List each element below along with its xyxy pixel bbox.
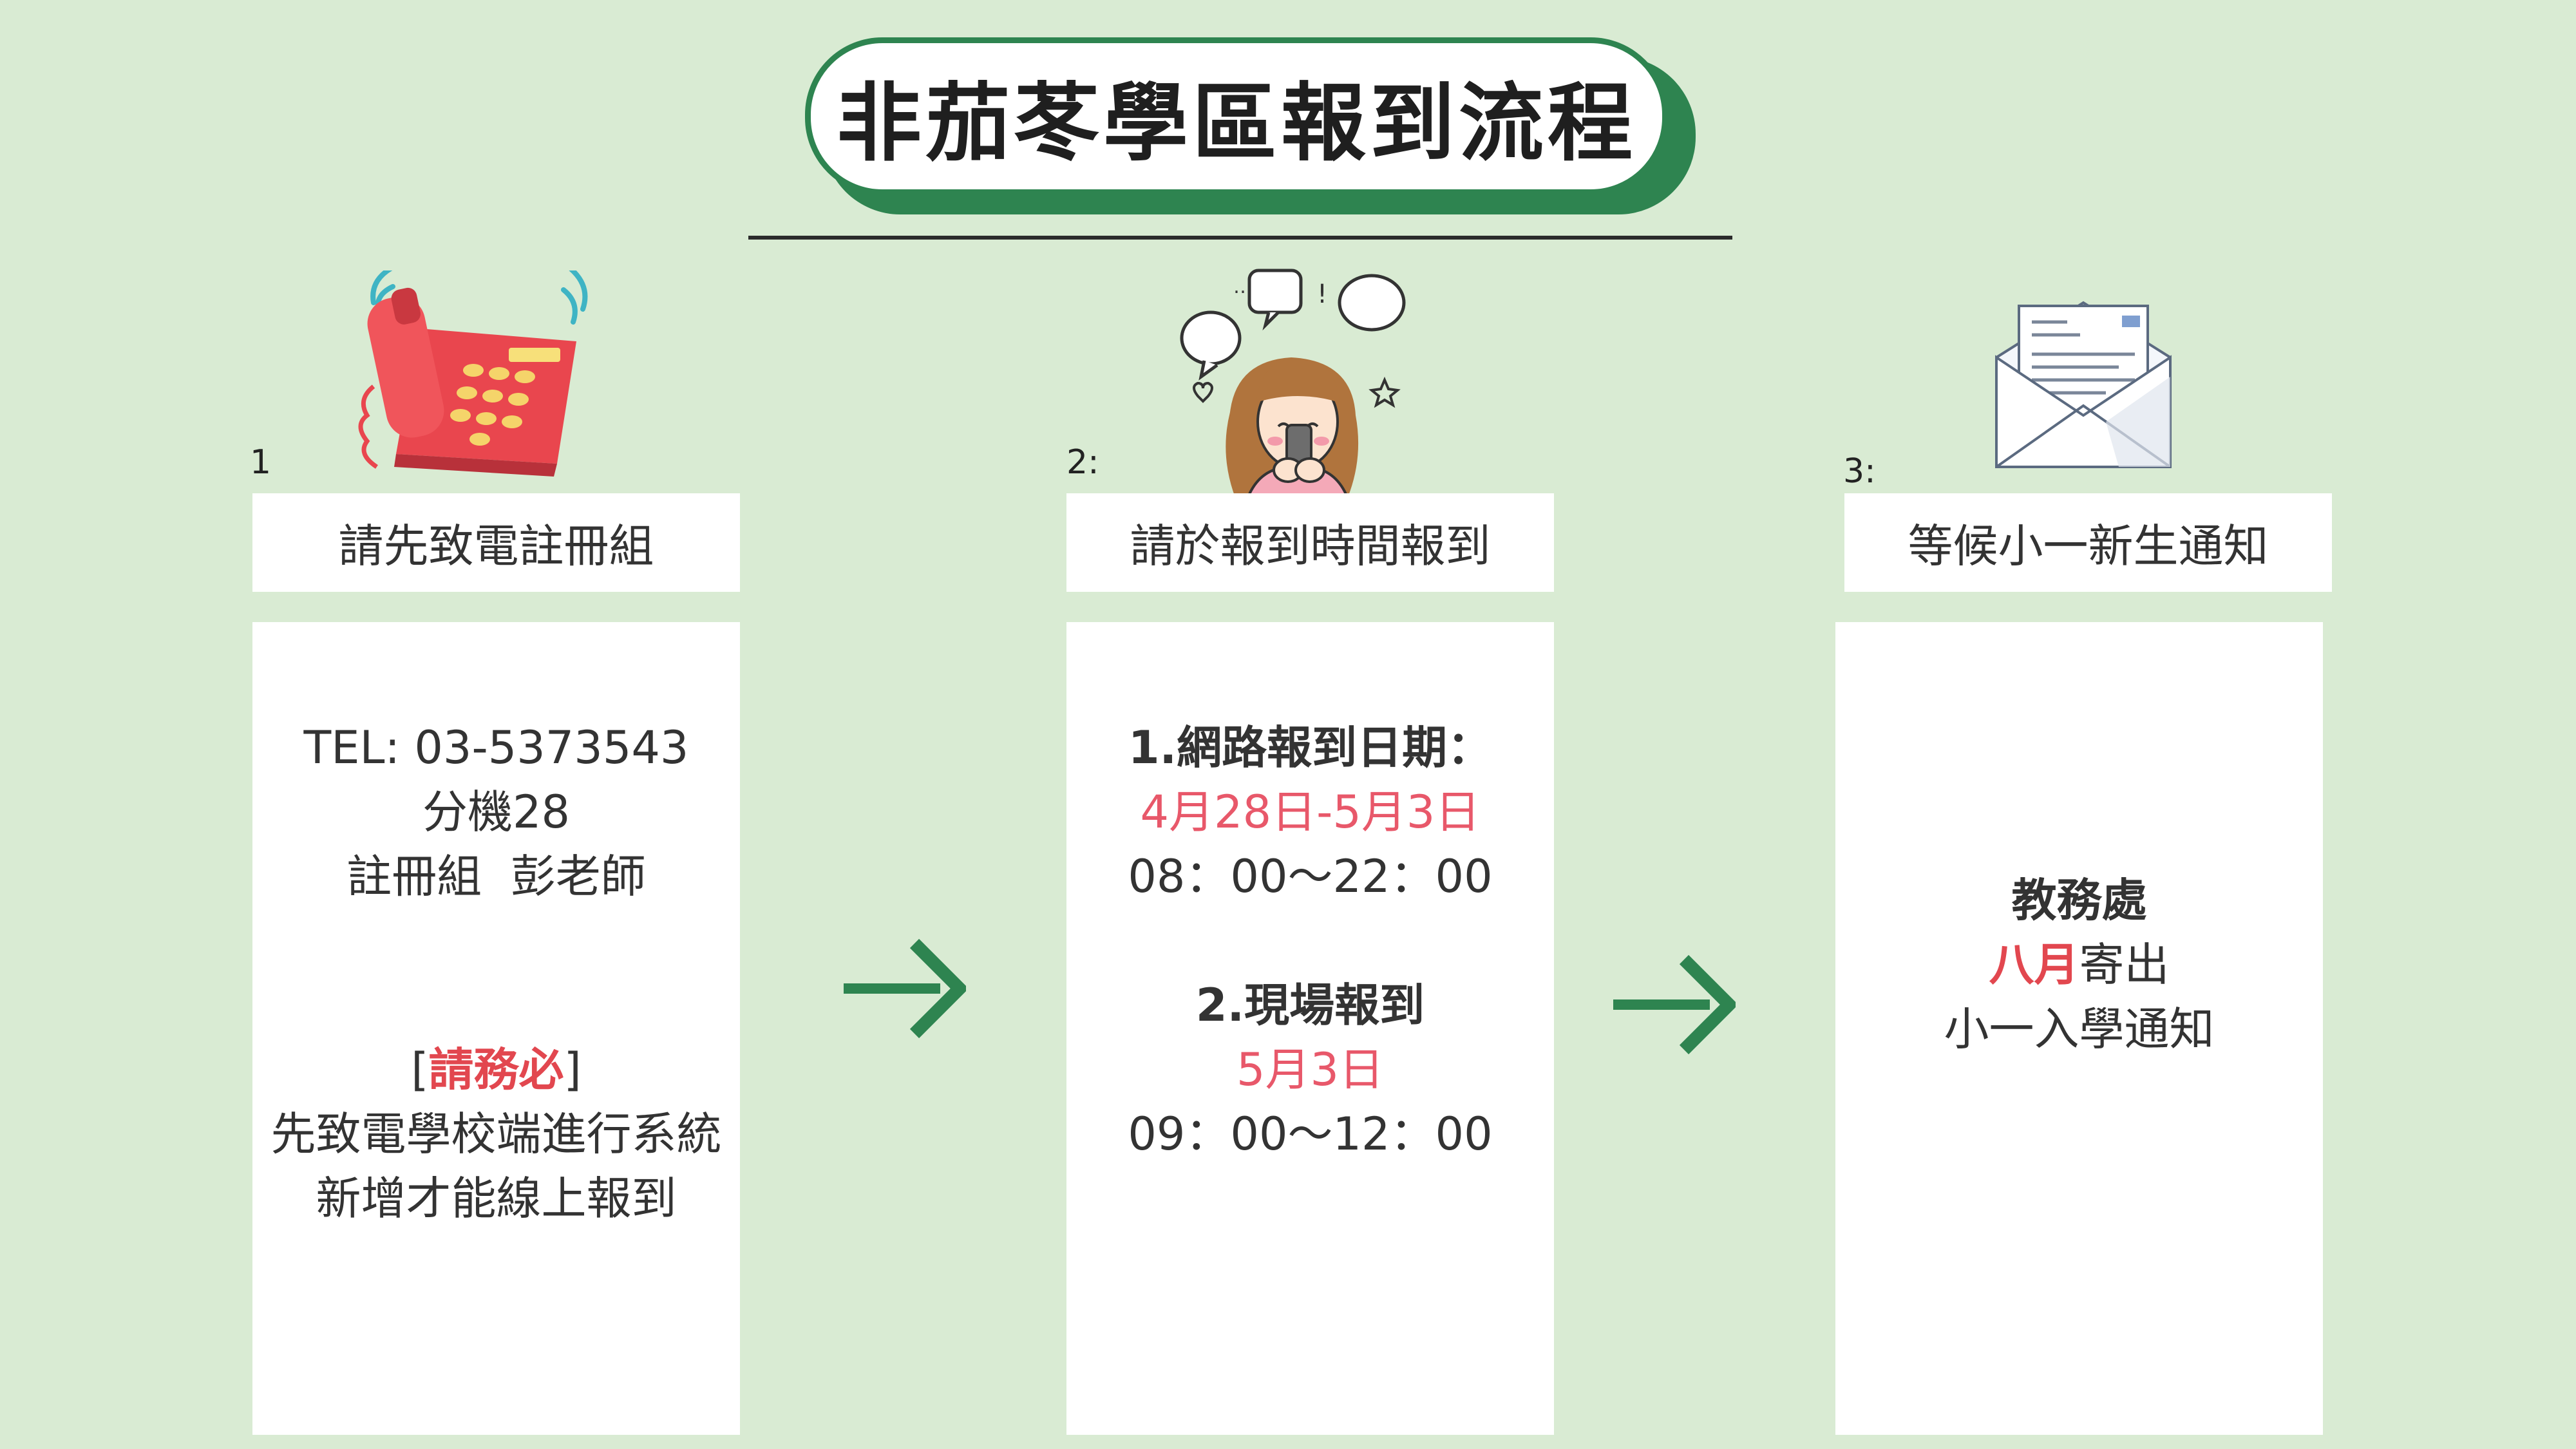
- step-number-2: 2:: [1066, 443, 1099, 482]
- step-3-content: 教務處 八月寄出 小一入學通知: [1835, 622, 2323, 1435]
- bracket-open: [: [411, 1043, 429, 1096]
- online-heading: 1.網路報到日期：: [1128, 721, 1493, 774]
- phone-number: TEL: 03-5373543: [303, 721, 689, 774]
- step-number-3: 3:: [1843, 452, 1876, 491]
- contact-person: 註冊組 彭老師: [346, 850, 646, 903]
- step-label-1: 請先致電註冊組: [252, 493, 740, 592]
- notice-heading: [請務必]: [411, 1037, 582, 1102]
- step-label-3: 等候小一新生通知: [1844, 493, 2332, 592]
- svg-text:!: !: [1317, 279, 1327, 309]
- mail-action: 寄出: [2079, 938, 2170, 991]
- onsite-date: 5月3日: [1236, 1043, 1385, 1096]
- title-divider: [748, 236, 1732, 240]
- admission-notice: 小一入學通知: [1944, 1003, 2215, 1056]
- notice-emphasis: 請務必: [428, 1043, 564, 1096]
- step-number-1: 1: [250, 443, 272, 482]
- envelope-letter-icon: [1995, 301, 2172, 468]
- girl-with-phone-icon: … !: [1180, 269, 1406, 515]
- extension: 分機28: [422, 786, 571, 838]
- notice-line-1: 先致電學校端進行系統: [270, 1108, 722, 1160]
- bracket-close: ]: [564, 1043, 582, 1096]
- step-label-text: 等候小一新生通知: [1908, 520, 2269, 573]
- step-label-text: 請於報到時間報到: [1130, 520, 1491, 573]
- page-title: 非茄苳學區報到流程: [837, 74, 1636, 173]
- mail-month: 八月: [1989, 938, 2079, 991]
- mailing-line: 八月寄出: [1989, 933, 2170, 997]
- title-box: 非茄苳學區報到流程: [805, 37, 1668, 195]
- arrow-right-icon: [1613, 954, 1736, 1055]
- online-dates: 4月28日-5月3日: [1140, 786, 1481, 838]
- step-2-content: 1.網路報到日期： 4月28日-5月3日 08：00～22：00 2.現場報到 …: [1066, 622, 1554, 1435]
- arrow-right-icon: [844, 938, 966, 1039]
- notice-line-2: 新增才能線上報到: [316, 1172, 677, 1225]
- step-label-2: 請於報到時間報到: [1066, 493, 1554, 592]
- step-1-content: TEL: 03-5373543 分機28 註冊組 彭老師 [請務必] 先致電學校…: [252, 622, 740, 1435]
- onsite-time: 09：00～12：00: [1128, 1108, 1493, 1160]
- step-label-text: 請先致電註冊組: [338, 520, 654, 573]
- title-banner: 非茄苳學區報到流程: [805, 37, 1697, 216]
- svg-text:…: …: [1233, 276, 1253, 298]
- office-name: 教務處: [2011, 874, 2147, 927]
- telephone-icon: [358, 270, 588, 477]
- onsite-heading: 2.現場報到: [1195, 979, 1425, 1032]
- online-time: 08：00～22：00: [1128, 850, 1493, 903]
